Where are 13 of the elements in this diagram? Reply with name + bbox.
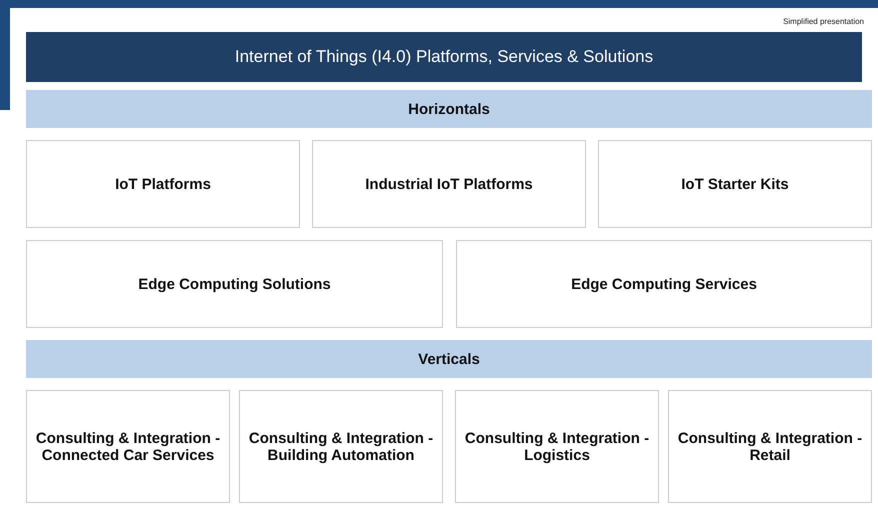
category-box: Consulting & Integration - Building Automation xyxy=(239,390,443,503)
category-box: Industrial IoT Platforms xyxy=(312,140,586,228)
category-box: Edge Computing Services xyxy=(456,240,872,328)
section-band: Verticals xyxy=(26,340,872,378)
category-box: Consulting & Integration - Connected Car Services xyxy=(26,390,230,503)
category-box: IoT Platforms xyxy=(26,140,300,228)
category-box: Edge Computing Solutions xyxy=(26,240,443,328)
category-box: Consulting & Integration - Retail xyxy=(668,390,872,503)
category-box: Consulting & Integration - Logistics xyxy=(455,390,659,503)
note-text: Simplified presentation xyxy=(783,17,864,26)
section-band: Horizontals xyxy=(26,90,872,128)
category-box: IoT Starter Kits xyxy=(598,140,872,228)
title-banner: Internet of Things (I4.0) Platforms, Services & Solutions xyxy=(26,32,862,82)
